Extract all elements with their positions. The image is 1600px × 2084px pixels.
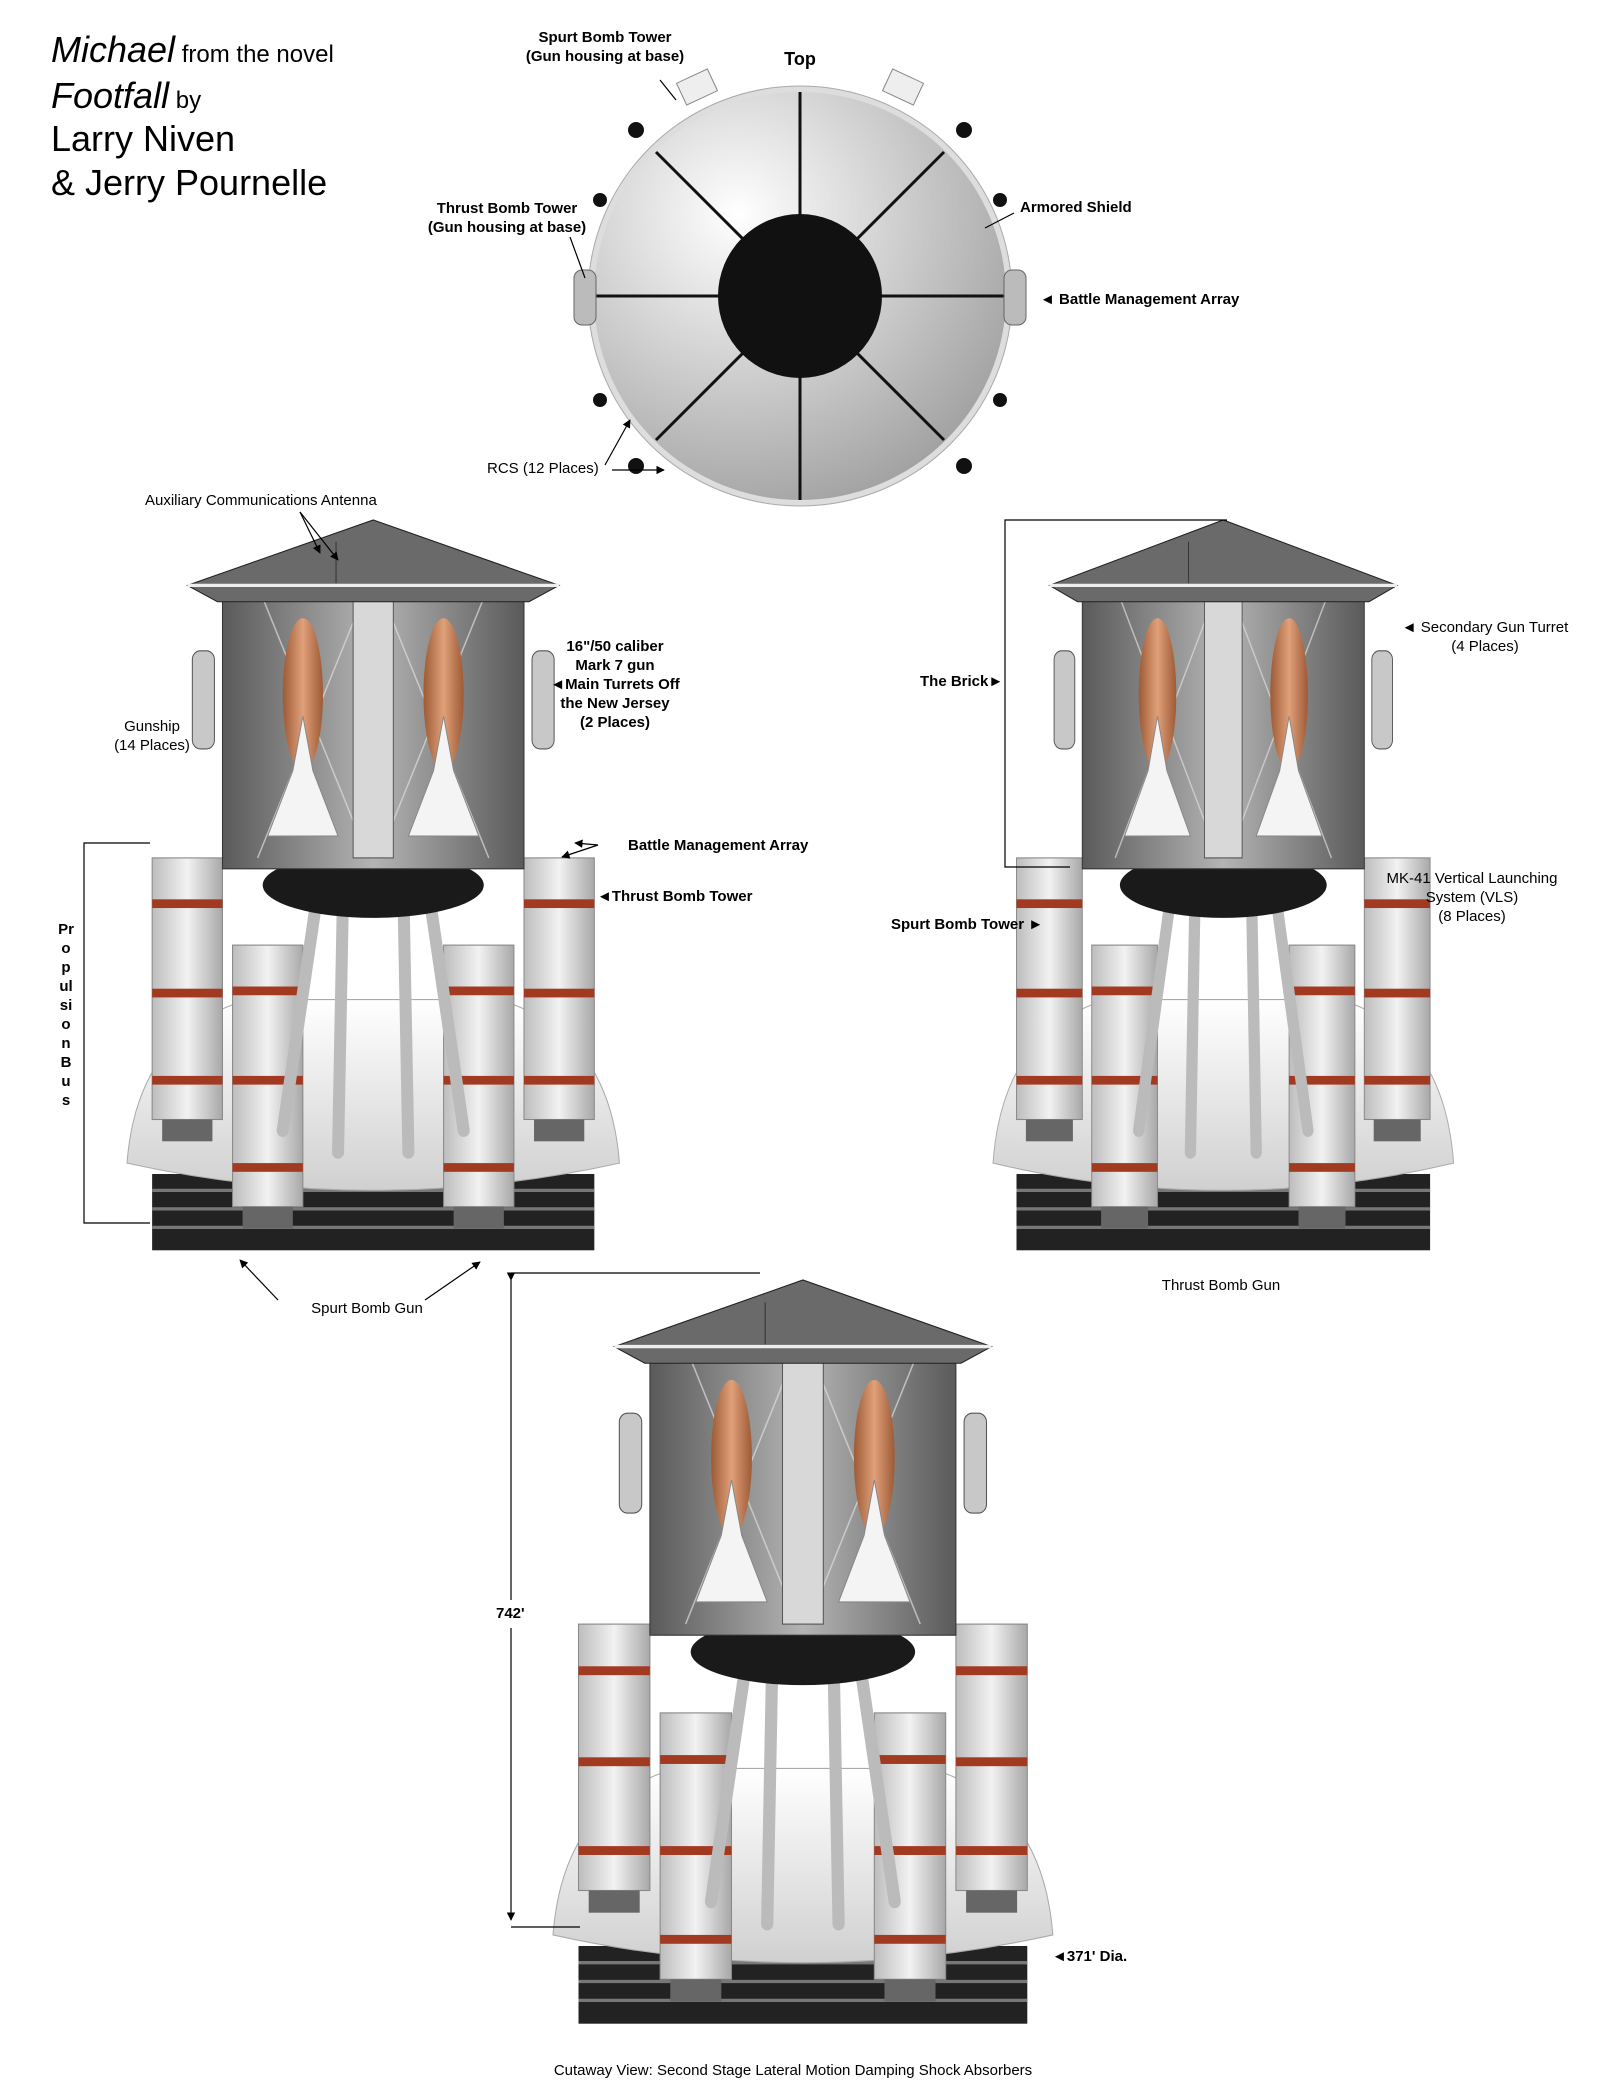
label-line: ◄ Secondary Gun Turret bbox=[1401, 619, 1569, 636]
label-line: (8 Places) bbox=[1438, 908, 1506, 925]
label-rcs: RCS (12 Places) bbox=[487, 460, 599, 477]
label-line: ◄Main Turrets Off bbox=[550, 676, 680, 693]
label-the-brick: The Brick► bbox=[920, 673, 1004, 690]
label-spurt-bomb-tower-top: Spurt Bomb Tower (Gun housing at base) bbox=[526, 28, 684, 66]
label-thrust-bomb-tower-side: ◄Thrust Bomb Tower bbox=[597, 888, 753, 905]
label-text: Secondary Gun Turret bbox=[1420, 619, 1569, 636]
label-battle-management-array-side: Battle Management Array bbox=[628, 837, 809, 854]
label-line: 16"/50 caliber bbox=[566, 638, 664, 655]
label-main-turrets: 16"/50 caliber Mark 7 gun ◄Main Turrets … bbox=[550, 637, 680, 732]
caption: Cutaway View: Second Stage Lateral Motio… bbox=[553, 2062, 1033, 2079]
label-line: Thrust Bomb Tower bbox=[436, 200, 578, 217]
label-spurt-bomb-tower-side: Spurt Bomb Tower ► bbox=[891, 916, 1044, 933]
title-text: from the novel bbox=[175, 41, 334, 68]
label-text: The Brick bbox=[920, 673, 989, 690]
label-line: MK-41 Vertical Launching bbox=[1386, 870, 1558, 887]
top-view-shield bbox=[573, 68, 1027, 507]
label-line: (4 Places) bbox=[1451, 638, 1519, 655]
label-line: (Gun housing at base) bbox=[427, 219, 587, 236]
label-line: the New Jersey bbox=[560, 695, 670, 712]
label-armored-shield: Armored Shield bbox=[1020, 199, 1132, 216]
bottom-cutaway-view bbox=[553, 1280, 1053, 2024]
label-line: System (VLS) bbox=[1425, 889, 1519, 906]
title-text: by bbox=[169, 87, 202, 114]
label-gunship: Gunship (14 Places) bbox=[114, 717, 190, 755]
label-battle-management-array-top: ◄ Battle Management Array bbox=[1040, 291, 1240, 308]
label-top: Top bbox=[784, 49, 816, 69]
label-diameter: ◄371' Dia. bbox=[1052, 1948, 1128, 1965]
title-author-1: Larry Niven bbox=[51, 118, 236, 159]
label-spurt-bomb-gun: Spurt Bomb Gun bbox=[311, 1300, 423, 1317]
label-line: Mark 7 gun bbox=[575, 657, 655, 674]
title-line-2: Footfall by bbox=[51, 74, 201, 123]
left-side-view bbox=[127, 520, 619, 1250]
label-line: Spurt Bomb Tower bbox=[538, 29, 672, 46]
label-aux-antenna: Auxiliary Communications Antenna bbox=[145, 492, 377, 509]
title-line-1: Michael from the novel bbox=[51, 28, 334, 77]
label-text: Battle Management Array bbox=[1059, 291, 1240, 308]
title-author-2: & Jerry Pournelle bbox=[51, 162, 328, 203]
label-thrust-bomb-tower-top: Thrust Bomb Tower (Gun housing at base) bbox=[428, 199, 586, 237]
label-line: (Gun housing at base) bbox=[525, 48, 685, 65]
label-thrust-bomb-gun: Thrust Bomb Gun bbox=[1161, 1277, 1281, 1294]
label-text: Spurt Bomb Tower bbox=[891, 916, 1025, 933]
title-ship-name: Michael bbox=[51, 29, 176, 70]
label-height: 742' bbox=[496, 1605, 525, 1622]
label-line: Gunship bbox=[124, 718, 180, 735]
label-line: (2 Places) bbox=[579, 714, 651, 731]
label-text: 371' Dia. bbox=[1066, 1948, 1128, 1965]
right-side-view bbox=[993, 520, 1454, 1250]
label-secondary-gun-turret: ◄ Secondary Gun Turret (4 Places) bbox=[1402, 618, 1569, 656]
label-text: Main Turrets Off bbox=[565, 676, 680, 693]
title-novel-name: Footfall bbox=[51, 75, 170, 116]
label-propulsion-bus: Propulsion Bus bbox=[58, 921, 74, 1109]
label-line: (14 Places) bbox=[114, 737, 190, 754]
label-text: Thrust Bomb Tower bbox=[611, 888, 753, 905]
